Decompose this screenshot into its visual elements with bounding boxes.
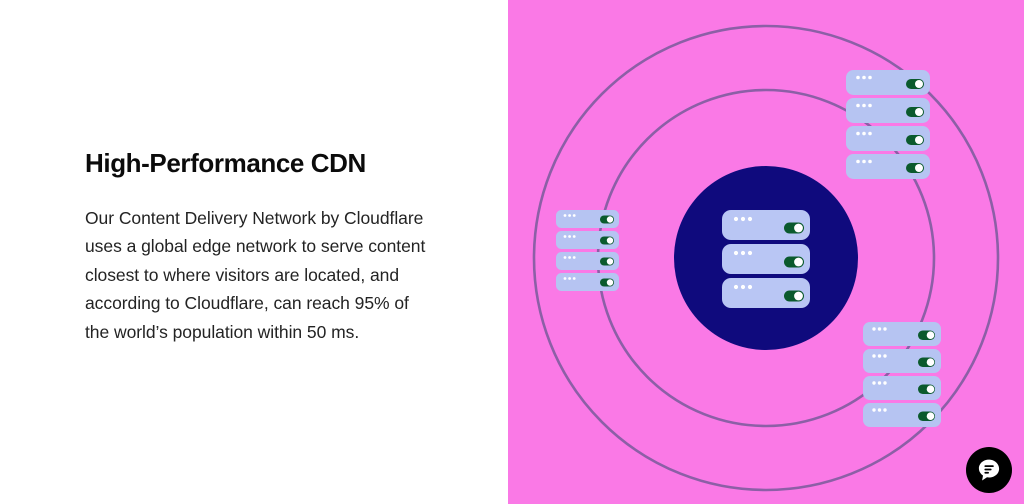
core-cluster [722, 210, 810, 308]
text-panel: High-Performance CDN Our Content Deliver… [0, 0, 508, 504]
copy-block: High-Performance CDN Our Content Deliver… [85, 148, 437, 346]
illustration-panel [508, 0, 1024, 504]
page-title: High-Performance CDN [85, 148, 366, 178]
body-paragraph: Our Content Delivery Network by Cloudfla… [85, 208, 426, 342]
outer-ring [532, 24, 1000, 492]
cdn-network-illustration [508, 0, 1024, 504]
chat-bubble-icon [978, 459, 1000, 481]
chat-widget-button[interactable] [966, 447, 1012, 493]
